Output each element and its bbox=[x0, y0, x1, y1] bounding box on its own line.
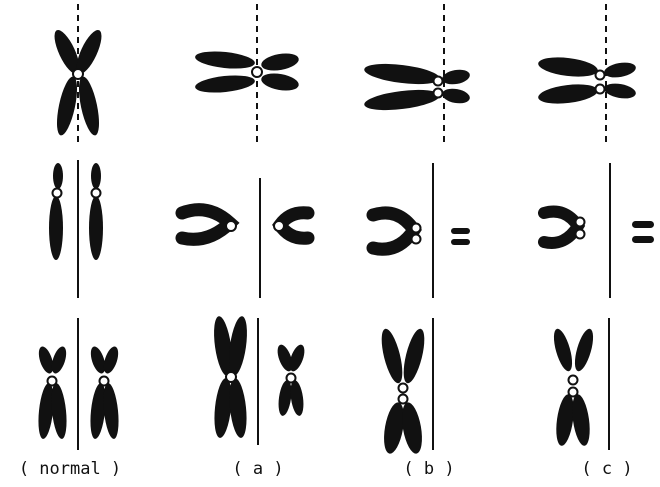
row3-c-chromosome bbox=[550, 318, 609, 450]
centromere bbox=[412, 224, 421, 233]
acentric-fragment bbox=[632, 221, 654, 228]
centromere bbox=[92, 189, 101, 198]
chromatid-arm bbox=[194, 73, 255, 95]
centromere bbox=[48, 377, 57, 386]
label-normal: ( normal ) bbox=[19, 459, 121, 479]
row2-c-chromatids bbox=[544, 163, 654, 298]
chromatid-arm bbox=[53, 75, 81, 137]
bent-chromatid bbox=[544, 212, 578, 243]
chromatid-arm bbox=[363, 60, 441, 87]
centromere bbox=[73, 69, 83, 79]
acentric-fragment bbox=[451, 239, 470, 245]
centromere bbox=[576, 218, 585, 227]
bent-chromatid bbox=[373, 213, 414, 249]
row1-a-chromosome bbox=[194, 4, 300, 142]
centromere bbox=[434, 77, 443, 86]
centromere bbox=[226, 221, 236, 231]
chromatid-arm bbox=[571, 327, 597, 373]
label-a: ( a ) bbox=[232, 459, 283, 479]
chromatid bbox=[89, 196, 103, 260]
centromere bbox=[53, 189, 62, 198]
chromatid-arm bbox=[550, 327, 576, 373]
centromere bbox=[576, 230, 585, 239]
chromatid-arm bbox=[603, 60, 637, 79]
centromere bbox=[596, 85, 605, 94]
chromatid-arm bbox=[603, 81, 637, 100]
centromere bbox=[399, 384, 408, 393]
centromere bbox=[287, 374, 296, 383]
row2-a-chromatids bbox=[182, 178, 308, 298]
row2-b-chromatids bbox=[373, 163, 470, 298]
chromatid-arm bbox=[537, 54, 599, 79]
chromatid-arm bbox=[260, 51, 300, 73]
chromatid-arm bbox=[289, 379, 306, 416]
label-b: ( b ) bbox=[403, 459, 454, 479]
chromatid bbox=[53, 163, 63, 189]
chromatid-arm bbox=[441, 68, 471, 87]
centromere bbox=[399, 395, 408, 404]
centromere bbox=[596, 71, 605, 80]
centromere bbox=[100, 377, 109, 386]
row2-normal-chromatids bbox=[49, 160, 103, 298]
centromere bbox=[274, 221, 284, 231]
chromatid bbox=[91, 163, 101, 189]
centromere bbox=[412, 235, 421, 244]
row3-normal-chromosomes bbox=[36, 318, 121, 450]
centromere bbox=[252, 67, 262, 77]
centromere bbox=[569, 376, 578, 385]
label-c: ( c ) bbox=[581, 459, 632, 479]
chromatid-arm bbox=[537, 81, 599, 106]
chromatid-arm bbox=[260, 71, 300, 93]
chromatid-arm bbox=[277, 379, 294, 416]
bent-chromatid bbox=[182, 210, 230, 240]
acentric-fragment bbox=[451, 228, 470, 234]
centromere bbox=[226, 372, 236, 382]
row1-b-chromosome bbox=[363, 4, 471, 142]
centromere bbox=[569, 388, 578, 397]
chromatid-arm bbox=[194, 49, 255, 71]
row1-normal-chromosome bbox=[50, 4, 107, 142]
row1-c-chromosome bbox=[537, 4, 637, 142]
chromatid-arm bbox=[377, 327, 406, 385]
row3-a-chromosomes bbox=[211, 315, 308, 445]
chromatid-arm bbox=[399, 327, 428, 385]
centromere bbox=[434, 89, 443, 98]
acentric-fragment bbox=[632, 236, 654, 243]
chromatid-arm bbox=[75, 75, 103, 137]
chromatid-arm bbox=[363, 86, 441, 113]
row3-b-chromosome bbox=[377, 318, 433, 455]
chromatid-arm bbox=[441, 87, 471, 106]
chromatid bbox=[49, 196, 63, 260]
